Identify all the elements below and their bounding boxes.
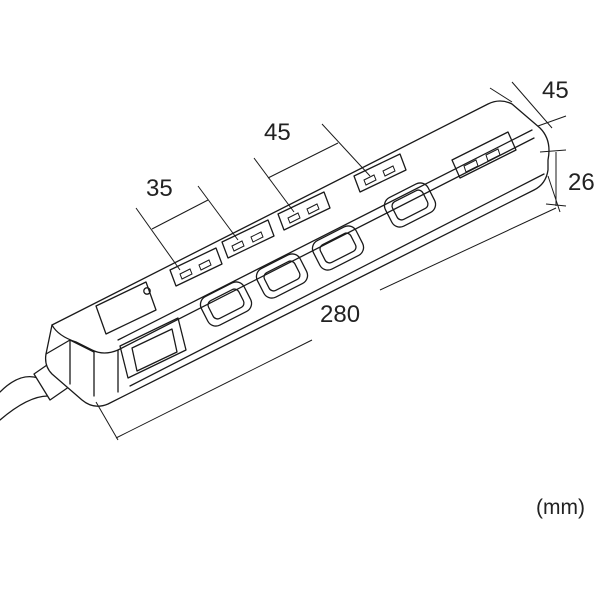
switch-2 (255, 253, 309, 299)
outlet-4 (353, 153, 407, 193)
dimension-label-45-depth: 45 (542, 77, 569, 104)
dimension-45-depth: 45 (489, 77, 569, 129)
dimension-45-pitch: 45 (253, 119, 371, 213)
dimension-26-height: 26 (539, 149, 595, 207)
dimension-label-35: 35 (146, 175, 173, 202)
outlet-5 (451, 131, 517, 179)
switch-1 (199, 281, 253, 327)
dimension-label-280-length: 280 (320, 301, 360, 328)
master-switch (119, 317, 187, 379)
outlet-1 (169, 247, 223, 287)
dimension-label-45-pitch: 45 (264, 119, 291, 146)
outlet-3 (277, 191, 331, 231)
unit-label: (mm) (536, 496, 585, 519)
outlet-2 (221, 219, 275, 259)
dimension-280-length: 280 (95, 175, 561, 441)
pilot-lamp-panel (95, 281, 157, 335)
power-strip-body (44, 100, 550, 407)
switch-4 (383, 182, 437, 228)
dimension-35: 35 (135, 175, 239, 271)
dimension-label-26-height: 26 (568, 169, 595, 196)
switch-3 (311, 225, 365, 271)
